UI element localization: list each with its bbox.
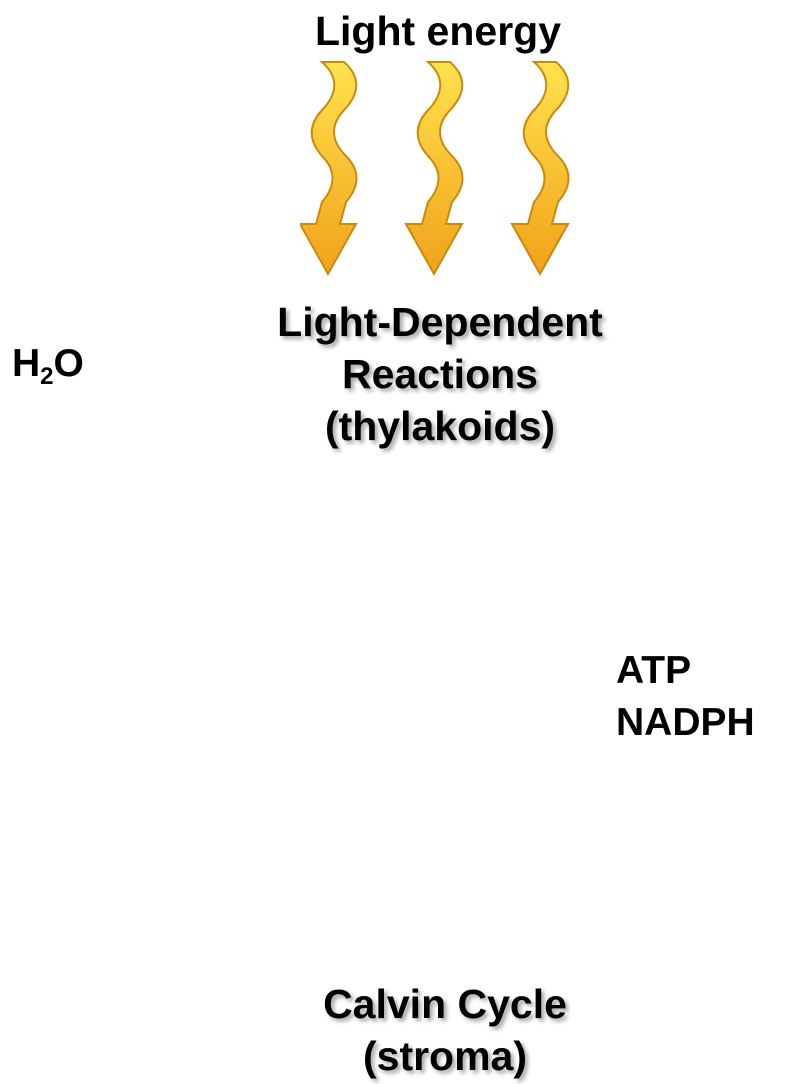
nadph-label: NADPH: [616, 701, 755, 744]
ldr-line-3: (thylakoids): [324, 403, 556, 449]
calvin-cycle-label: Calvin Cycle (stroma): [200, 978, 690, 1082]
light-arrow-1: [300, 61, 358, 277]
light-arrows: [300, 61, 570, 277]
light-arrow-3: [510, 61, 570, 277]
ldr-line-1: Light-Dependent: [277, 299, 603, 345]
calvin-line-1: Calvin Cycle: [323, 981, 567, 1027]
light-arrow-2: [404, 61, 464, 277]
water-o: O: [53, 342, 84, 385]
water-label: H2O: [12, 342, 84, 391]
atp-label: ATP: [616, 649, 692, 692]
water-h: H: [12, 342, 41, 385]
light-dependent-reactions-label: Light-Dependent Reactions (thylakoids): [200, 296, 680, 452]
products-label: ATP NADPH: [616, 645, 755, 749]
water-subscript: 2: [40, 363, 54, 390]
ldr-line-2: Reactions: [342, 351, 538, 397]
calvin-line-2: (stroma): [362, 1033, 528, 1079]
light-energy-label: Light energy: [314, 8, 562, 54]
